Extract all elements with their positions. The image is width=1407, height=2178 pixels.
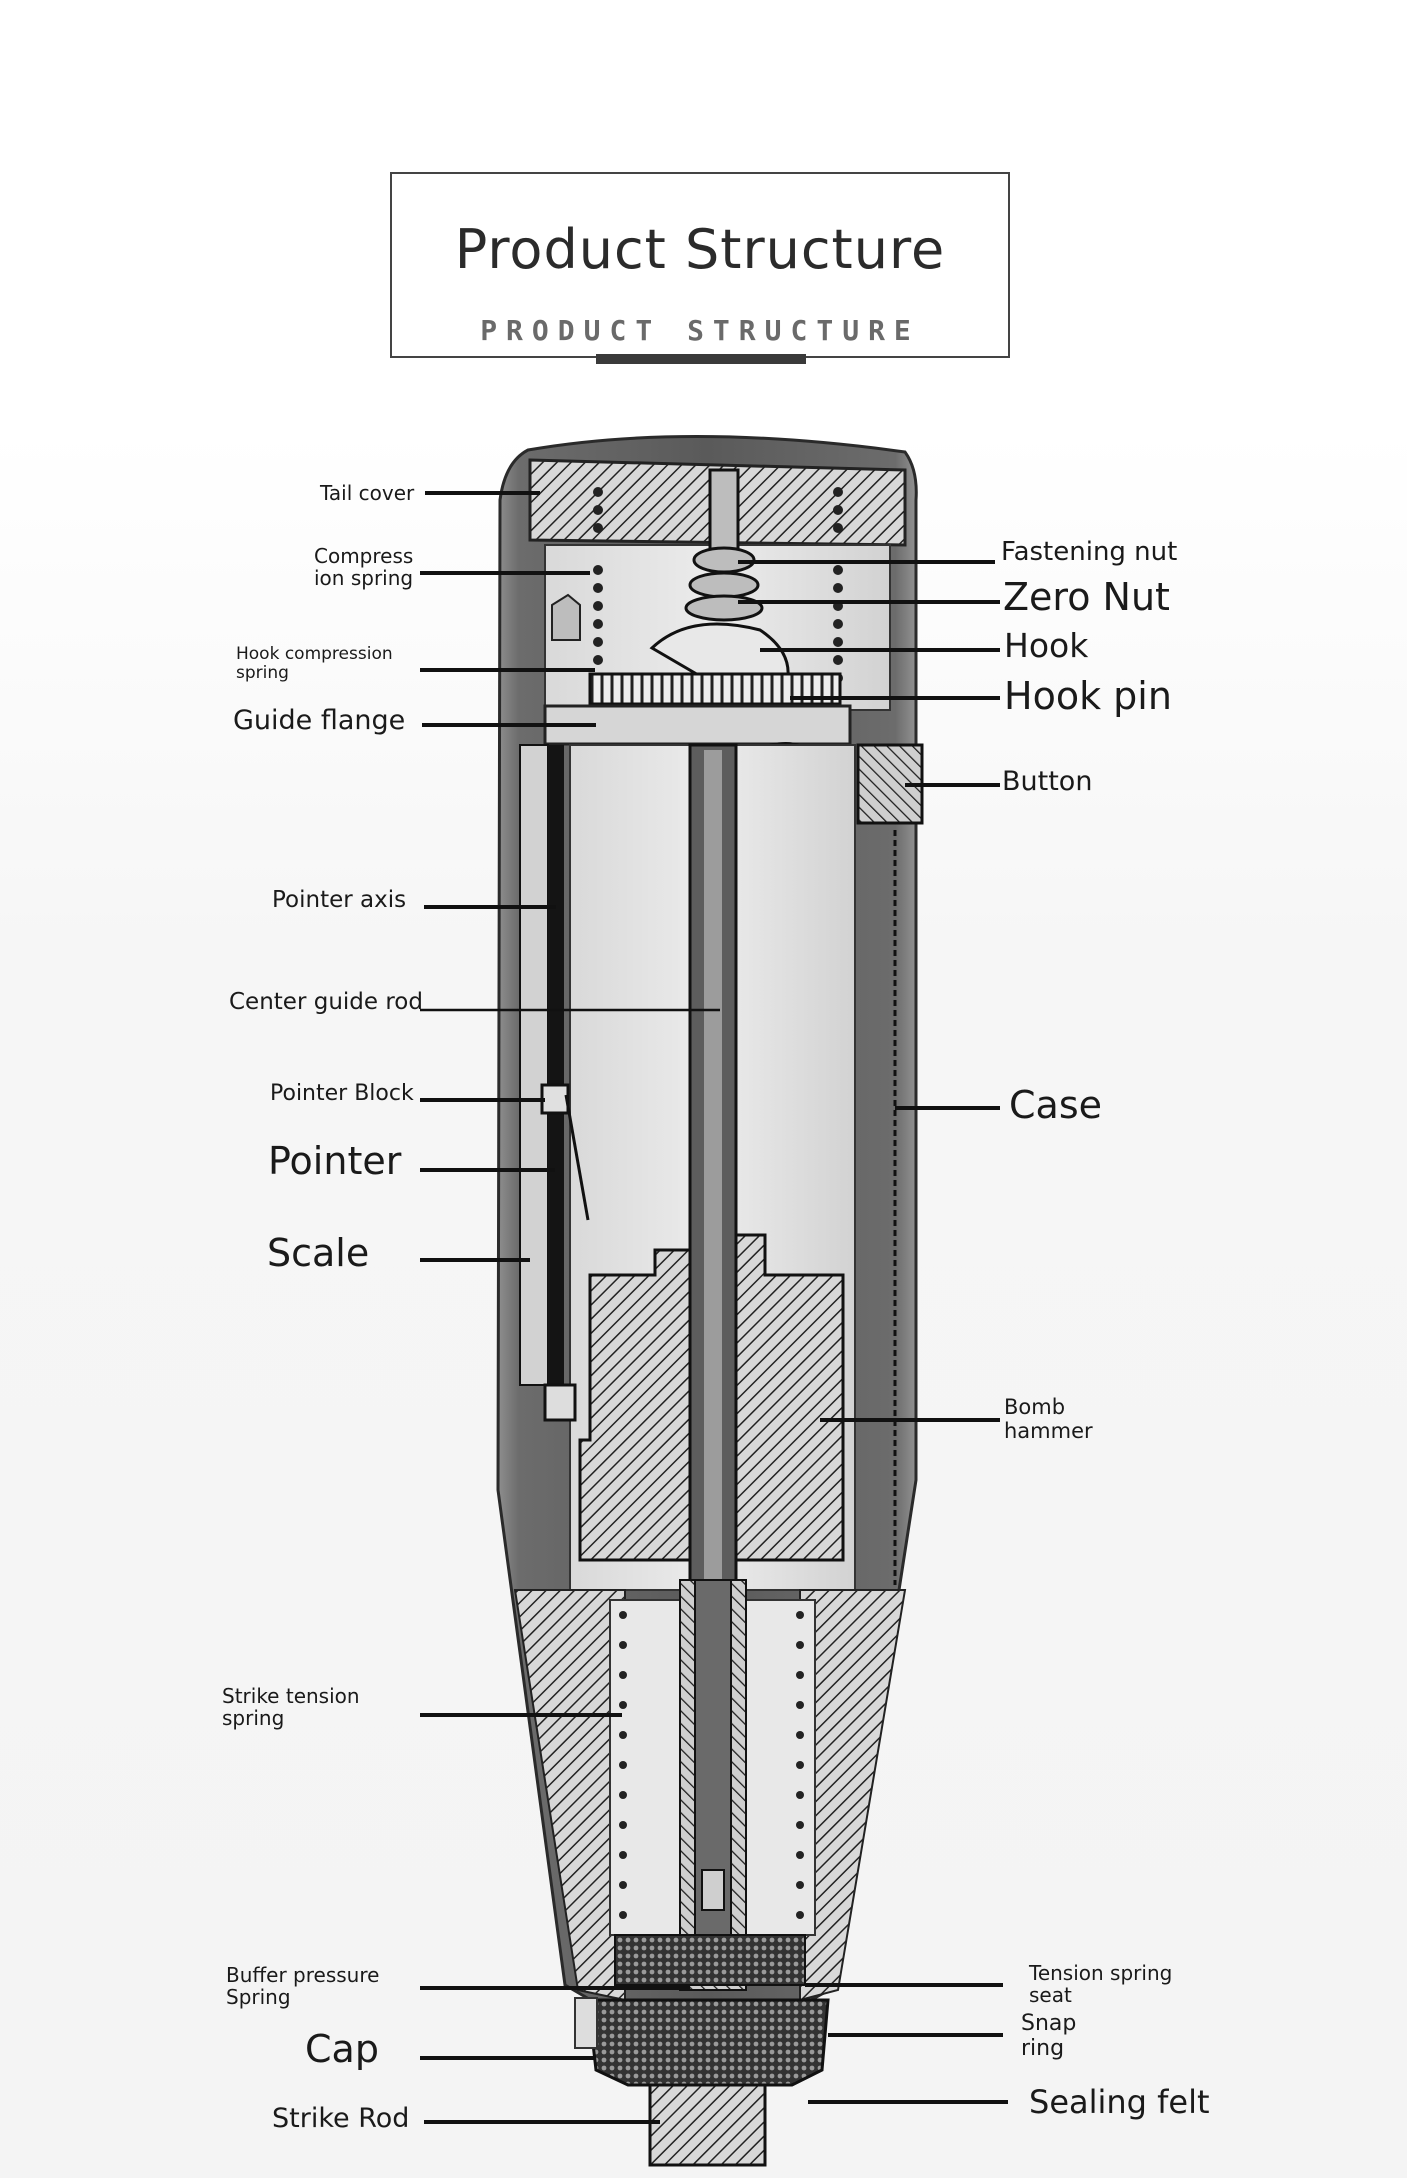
label-hook-compression-spring-line2: spring	[236, 663, 289, 684]
page-subtitle: PRODUCT STRUCTURE	[480, 314, 920, 347]
pointer-needle	[564, 1094, 590, 1221]
page-title: Product Structure	[454, 218, 946, 281]
bomb-hammer-part	[578, 1248, 692, 1562]
small-hook-spring-detail	[551, 593, 581, 641]
label-hook-compression-spring-line1: Hook compression	[236, 644, 393, 664]
title-box: Product Structure PRODUCT STRUCTURE	[390, 172, 1010, 358]
strike-rod-part	[648, 2083, 767, 2167]
label-scale: Scale	[267, 1231, 370, 1275]
label-compression-spring-line1: Compress	[314, 544, 414, 568]
label-case: Case	[1009, 1083, 1102, 1127]
label-strike-tension-spring-line1: Strike tension	[222, 1684, 360, 1708]
label-compression-spring-line2: ion spring	[314, 566, 414, 591]
scale-strip	[519, 744, 549, 1386]
hook-part	[649, 622, 790, 678]
label-compression-spring: Compress ion spring	[314, 545, 413, 590]
hook-pin-bar	[588, 672, 842, 706]
leader-lines-right	[738, 560, 1008, 2104]
pointer-block-part	[540, 1083, 570, 1115]
title-underline-bar	[596, 354, 806, 364]
label-hook-pin: Hook pin	[1004, 674, 1172, 718]
lower-cone-left	[513, 1589, 626, 2002]
pointer-axis-rod	[548, 745, 564, 1385]
label-strike-rod: Strike Rod	[272, 2103, 410, 2134]
label-hook-compression-spring: Hook compression spring	[236, 644, 393, 684]
leader-lines-left	[420, 491, 720, 2124]
label-cap: Cap	[305, 2027, 379, 2071]
label-guide-flange: Guide flange	[233, 705, 406, 736]
tension-spring-seat-part	[614, 1934, 806, 1986]
label-snap-ring-line2: ring	[1021, 2035, 1065, 2061]
label-bomb-hammer: Bomb hammer	[1004, 1395, 1093, 1443]
label-buffer-pressure-spring-line2: Spring	[226, 1985, 291, 2010]
label-pointer: Pointer	[268, 1139, 402, 1183]
label-tension-spring-seat-line1: Tension spring	[1029, 1961, 1173, 1985]
label-bomb-hammer-line1: Bomb	[1004, 1395, 1066, 1419]
label-snap-ring-line1: Snap	[1021, 2011, 1077, 2036]
snap-ring-part	[574, 1997, 598, 2049]
label-strike-tension-spring: Strike tension spring	[222, 1685, 360, 1730]
label-strike-tension-spring-line2: spring	[222, 1706, 285, 1731]
scale-foot	[543, 1383, 577, 1422]
label-fastening-nut: Fastening nut	[1001, 537, 1178, 567]
label-tension-spring-seat: Tension spring seat	[1029, 1962, 1172, 2007]
label-tension-spring-seat-line2: seat	[1029, 1983, 1072, 2008]
label-snap-ring: Snap ring	[1021, 2011, 1077, 2061]
label-pointer-axis: Pointer axis	[272, 887, 407, 913]
label-bomb-hammer-line2: hammer	[1004, 1418, 1093, 1443]
label-hook: Hook	[1004, 626, 1089, 665]
label-tail-cover: Tail cover	[320, 481, 415, 505]
label-center-guide-rod: Center guide rod	[229, 989, 423, 1015]
label-sealing-felt: Sealing felt	[1029, 2083, 1210, 2121]
label-button: Button	[1002, 766, 1093, 797]
label-zero-nut: Zero Nut	[1003, 575, 1170, 619]
label-pointer-block: Pointer Block	[270, 1081, 414, 1106]
label-buffer-pressure-spring-line1: Buffer pressure	[226, 1963, 380, 1987]
cap-part	[586, 1998, 830, 2087]
label-buffer-pressure-spring: Buffer pressure Spring	[226, 1964, 379, 2009]
